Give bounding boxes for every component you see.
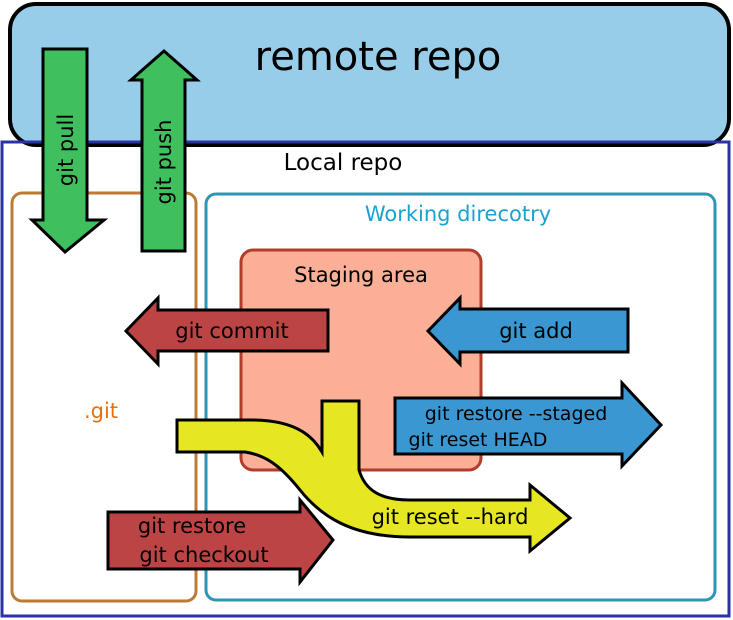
git-restore-arrow <box>106 495 335 587</box>
git-pull-arrow <box>28 47 109 255</box>
git-restore-label-line1: git restore <box>138 514 246 538</box>
git-restore-staged-arrow <box>393 379 664 470</box>
working-directory-label: Working direcotry <box>365 202 551 226</box>
working-directory-box <box>204 192 717 602</box>
git-push-label: git push <box>152 120 176 205</box>
local-repo-box <box>0 140 731 618</box>
local-repo-label: Local repo <box>284 150 403 176</box>
git-commit-arrow <box>123 294 330 368</box>
git-reset-hard-label: git reset --hard <box>372 505 529 529</box>
git-reset-hard-arrow <box>175 399 573 555</box>
staging-area-label: Staging area <box>294 263 428 287</box>
git-restore-label-line2: git checkout <box>139 543 268 567</box>
git-add-arrow <box>425 294 630 368</box>
git-dir-label: .git <box>84 399 118 423</box>
remote-repo-box <box>8 2 731 147</box>
remote-repo-label: remote repo <box>255 34 502 80</box>
git-push-arrow <box>127 49 201 253</box>
git-dir-box <box>10 191 198 603</box>
git-add-label: git add <box>499 319 573 343</box>
git-pull-label: git pull <box>54 114 78 186</box>
git-commit-label: git commit <box>175 319 288 343</box>
git-restore-staged-label-line2: git reset HEAD <box>409 429 548 451</box>
git-restore-staged-label-line1: git restore --staged <box>425 403 608 425</box>
